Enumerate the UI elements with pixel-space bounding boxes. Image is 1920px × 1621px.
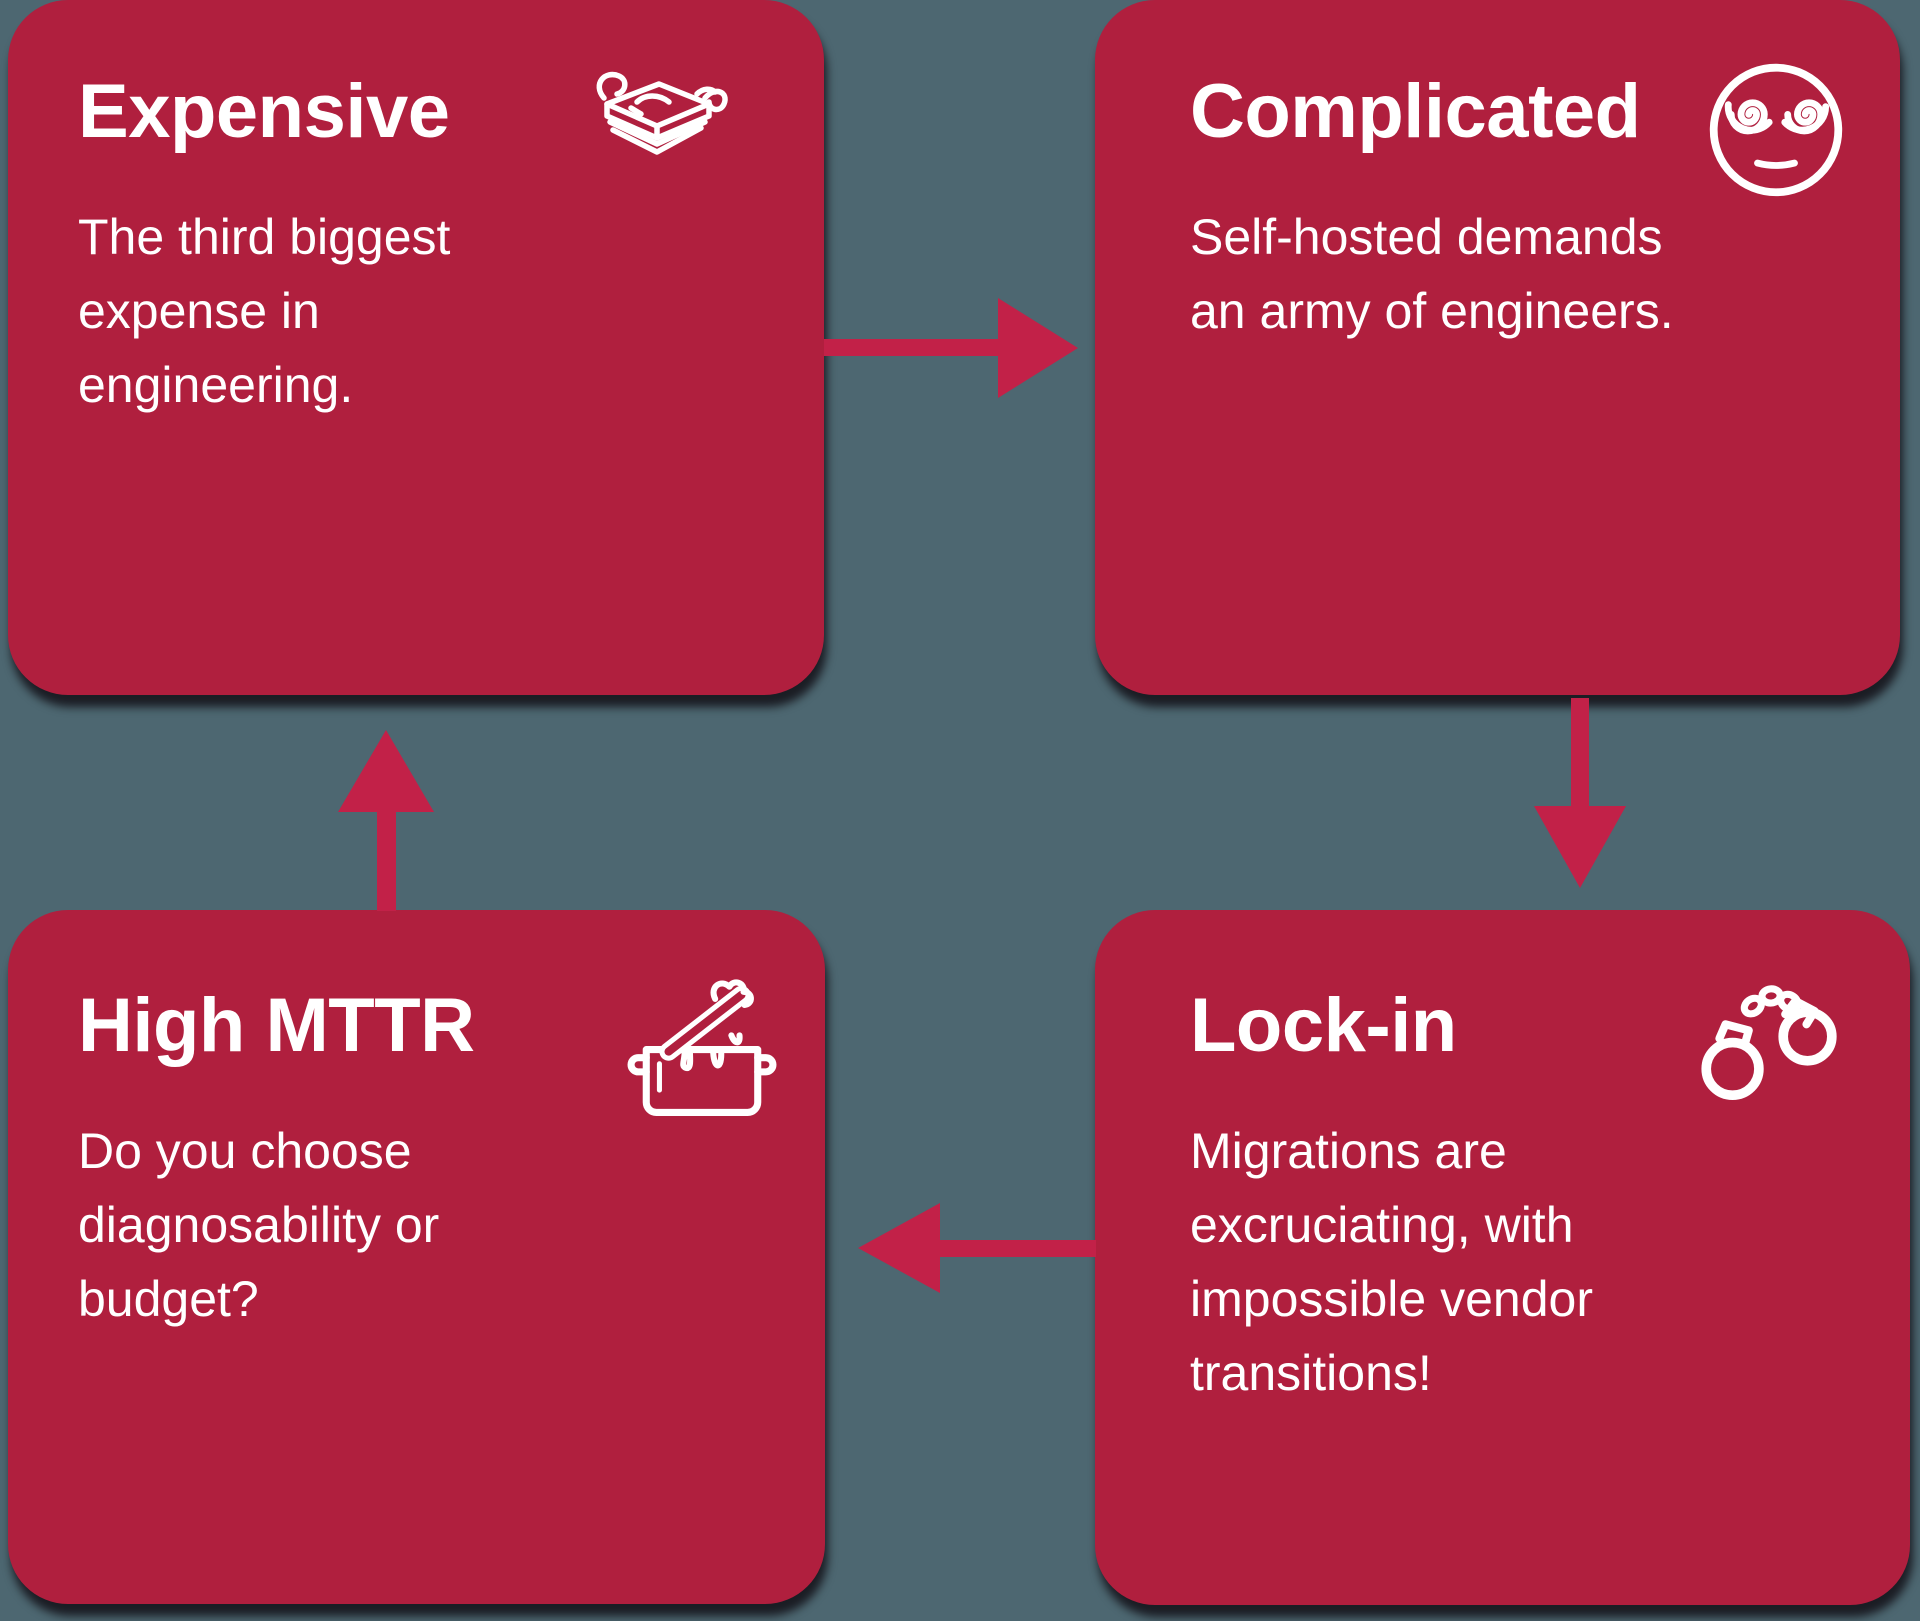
arrow-expensive-to-complicated-head [998, 298, 1078, 398]
card-high-mttr: High MTTR Do you choose diagnosability o… [8, 910, 825, 1604]
arrow-expensive-to-complicated-shaft [824, 339, 999, 356]
card-complicated-body: Self-hosted demands an army of engineers… [1190, 209, 1674, 339]
arrow-complicated-to-lockin-shaft [1571, 698, 1589, 808]
card-lock-in: Lock-in Migrations are excruciating, wit… [1095, 910, 1910, 1605]
card-expensive: Expensive The third biggest expense in e… [8, 0, 824, 695]
handcuffs-icon [1688, 970, 1845, 1110]
arrow-mttr-to-expensive-shaft [377, 810, 396, 911]
arrow-lockin-to-mttr-shaft [940, 1240, 1096, 1257]
arrow-mttr-to-expensive-head [338, 730, 434, 812]
card-high-mttr-title: High MTTR [78, 983, 475, 1068]
arrow-lockin-to-mttr-head [858, 1203, 940, 1293]
card-complicated: Complicated Self-hosted demands an army … [1095, 0, 1900, 695]
arrow-complicated-to-lockin-head [1534, 806, 1626, 888]
dizzy-face-icon [1703, 56, 1849, 202]
card-complicated-title: Complicated [1190, 69, 1641, 154]
card-expensive-body: The third biggest expense in engineering… [78, 209, 451, 413]
overflowing-pot-icon [626, 964, 778, 1122]
card-high-mttr-body: Do you choose diagnosability or budget? [78, 1123, 440, 1327]
card-lock-in-body: Migrations are excruciating, with imposs… [1190, 1123, 1593, 1401]
money-stack-icon [578, 64, 730, 174]
card-lock-in-title: Lock-in [1190, 983, 1457, 1068]
card-expensive-title: Expensive [78, 69, 450, 154]
